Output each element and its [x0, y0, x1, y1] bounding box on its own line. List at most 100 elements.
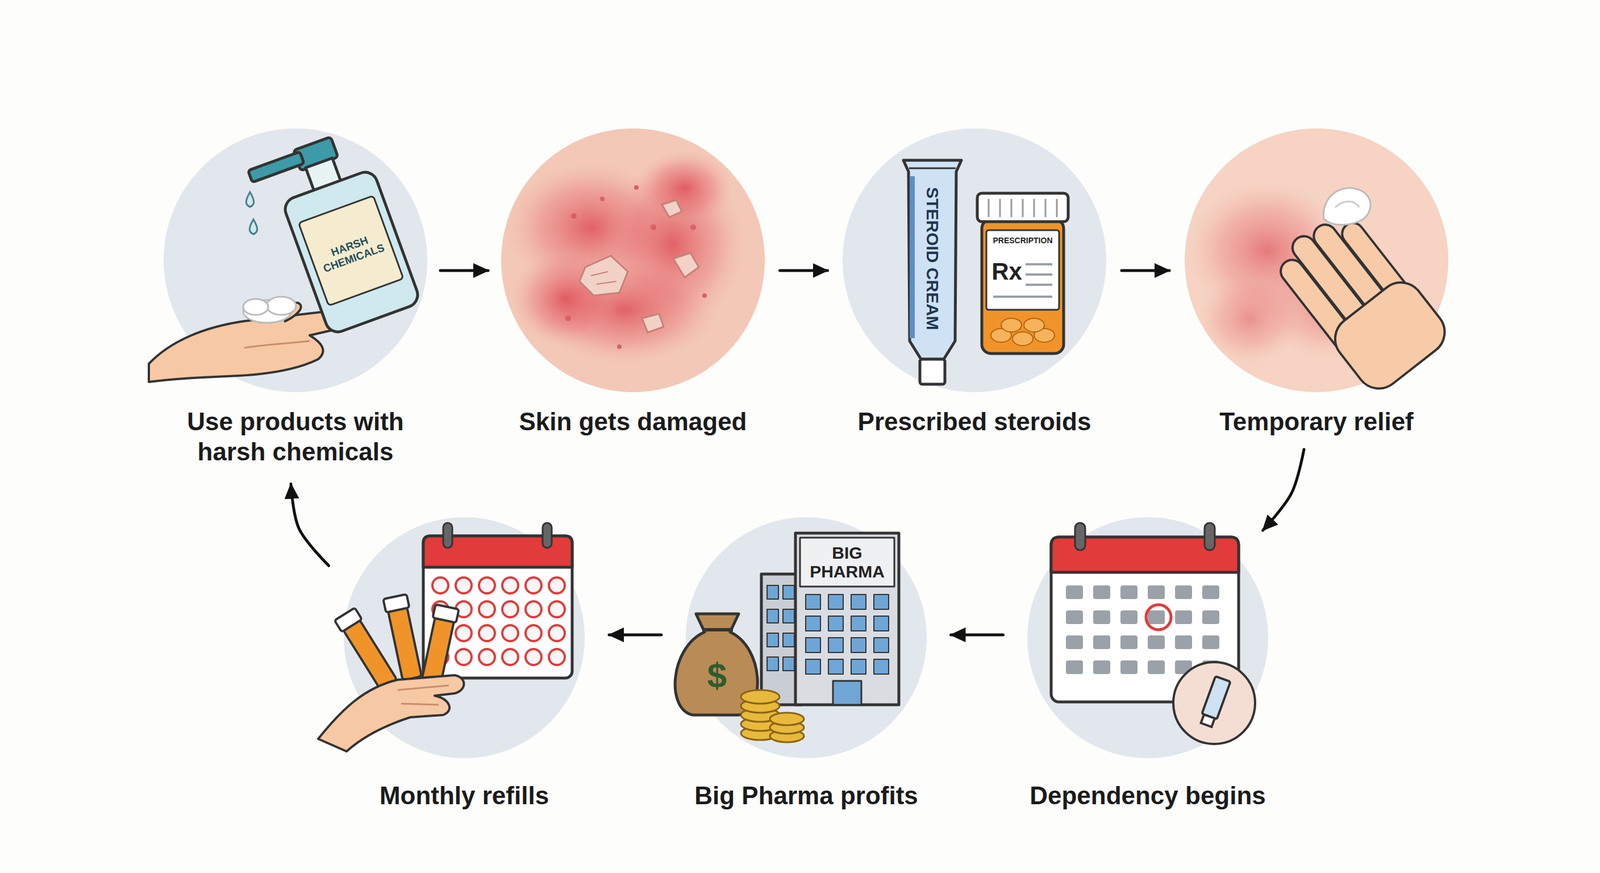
hand-illustration	[148, 309, 358, 382]
damaged-skin	[505, 161, 677, 293]
applying-hand	[1288, 231, 1383, 345]
applying-hand	[1276, 255, 1365, 359]
tube-inset	[1173, 661, 1256, 744]
damaged-skin	[617, 344, 622, 349]
process-step: Temporary relief	[1157, 128, 1476, 437]
calendar-icon	[1051, 536, 1239, 573]
foam-illustration	[243, 298, 269, 315]
calendar-icon	[1075, 522, 1086, 550]
calendar-mark	[548, 625, 565, 641]
window	[851, 594, 866, 610]
calendar-icon	[1051, 522, 1239, 702]
applying-hand	[1338, 218, 1420, 315]
window	[828, 659, 844, 674]
illustration-text: STEROID CREAM	[923, 181, 942, 336]
coin-stacks	[769, 712, 804, 725]
illustration-text: BIG PHARMA	[804, 543, 890, 581]
step-circle	[163, 128, 428, 393]
window	[782, 585, 795, 599]
step-label: Skin gets damaged	[473, 406, 793, 437]
cream-blob	[1323, 188, 1371, 225]
coin-stacks	[740, 698, 780, 713]
step-circle-fill	[501, 128, 765, 393]
cream-tube	[919, 359, 945, 385]
step-circle-fill	[163, 128, 428, 393]
damaged-skin	[600, 196, 605, 202]
window	[782, 609, 795, 623]
flow-arrow	[290, 484, 329, 566]
flow-arrow	[780, 269, 828, 273]
applying-hand	[1268, 199, 1454, 398]
window	[828, 615, 844, 631]
building-icon	[761, 532, 899, 705]
calendar-cell	[1147, 585, 1165, 599]
pump-bottle	[248, 151, 305, 183]
calendar-cell	[1147, 610, 1165, 624]
damaged-skin	[702, 293, 707, 298]
calendar-mark	[455, 648, 472, 665]
refill-calendar	[423, 535, 573, 678]
step-circle-fill	[1184, 128, 1449, 393]
flow-arrow	[440, 269, 489, 273]
drop-illustration	[249, 219, 258, 235]
calendar-mark	[455, 625, 472, 641]
pill-vials	[334, 593, 460, 691]
calendar-cell	[1065, 585, 1083, 599]
calendar-marks	[432, 577, 565, 665]
window	[873, 659, 889, 674]
pill-bottle	[1034, 328, 1055, 343]
calendar-cell	[1147, 660, 1165, 674]
window	[873, 637, 889, 653]
calendar-cell	[1202, 610, 1220, 624]
step-circle-fill	[343, 517, 585, 758]
illustration-text: $	[700, 657, 735, 693]
calendar-cell	[1093, 660, 1111, 674]
process-step: Big Pharma profits	[647, 517, 966, 811]
calendar-cell	[1175, 610, 1193, 624]
pill-vials	[343, 619, 398, 690]
pill-vials	[432, 603, 460, 623]
calendar-cell	[1120, 610, 1138, 624]
calendar-mark	[455, 601, 472, 618]
relief-skin	[1255, 255, 1404, 358]
tube-inset	[1201, 714, 1215, 727]
pump-bottle	[246, 127, 422, 343]
step-label: Prescribed steroids	[815, 406, 1134, 437]
flow-arrow	[1121, 269, 1170, 273]
step-circle	[1184, 128, 1449, 393]
calendar-mark	[502, 577, 519, 594]
pill-bottle	[1023, 318, 1045, 332]
pill-bottle	[981, 219, 1064, 354]
window	[851, 637, 866, 653]
money-bag	[675, 613, 758, 715]
pill-bottle	[986, 230, 1060, 310]
step-label: Temporary relief	[1157, 406, 1476, 437]
calendar-mark	[502, 625, 519, 641]
calendar-mark	[478, 648, 495, 665]
window	[782, 632, 795, 647]
step-circle	[685, 517, 927, 758]
calendar-mark	[478, 601, 495, 618]
step-circle	[1027, 517, 1269, 758]
window	[828, 637, 844, 653]
relief-skin	[1184, 128, 1449, 393]
calendar-mark	[455, 577, 472, 594]
building-icon	[761, 573, 802, 705]
calendar-cell	[1202, 660, 1220, 674]
calendar-mark	[432, 648, 449, 665]
step-label: Use products with harsh chemicals	[161, 406, 429, 468]
holding-hand	[397, 685, 449, 705]
calendar-cell	[1093, 635, 1111, 649]
window	[805, 637, 821, 653]
window	[782, 656, 795, 671]
damaged-skin	[579, 255, 628, 296]
calendar-mark	[525, 601, 542, 618]
relief-skin	[1187, 181, 1347, 319]
calendar-cell	[1065, 660, 1083, 674]
step-label: Monthly refills	[305, 780, 624, 811]
calendar-mark	[478, 577, 495, 594]
cream-tube	[903, 160, 962, 385]
calendar-cell	[1120, 635, 1138, 649]
calendar-cell	[1120, 585, 1138, 599]
